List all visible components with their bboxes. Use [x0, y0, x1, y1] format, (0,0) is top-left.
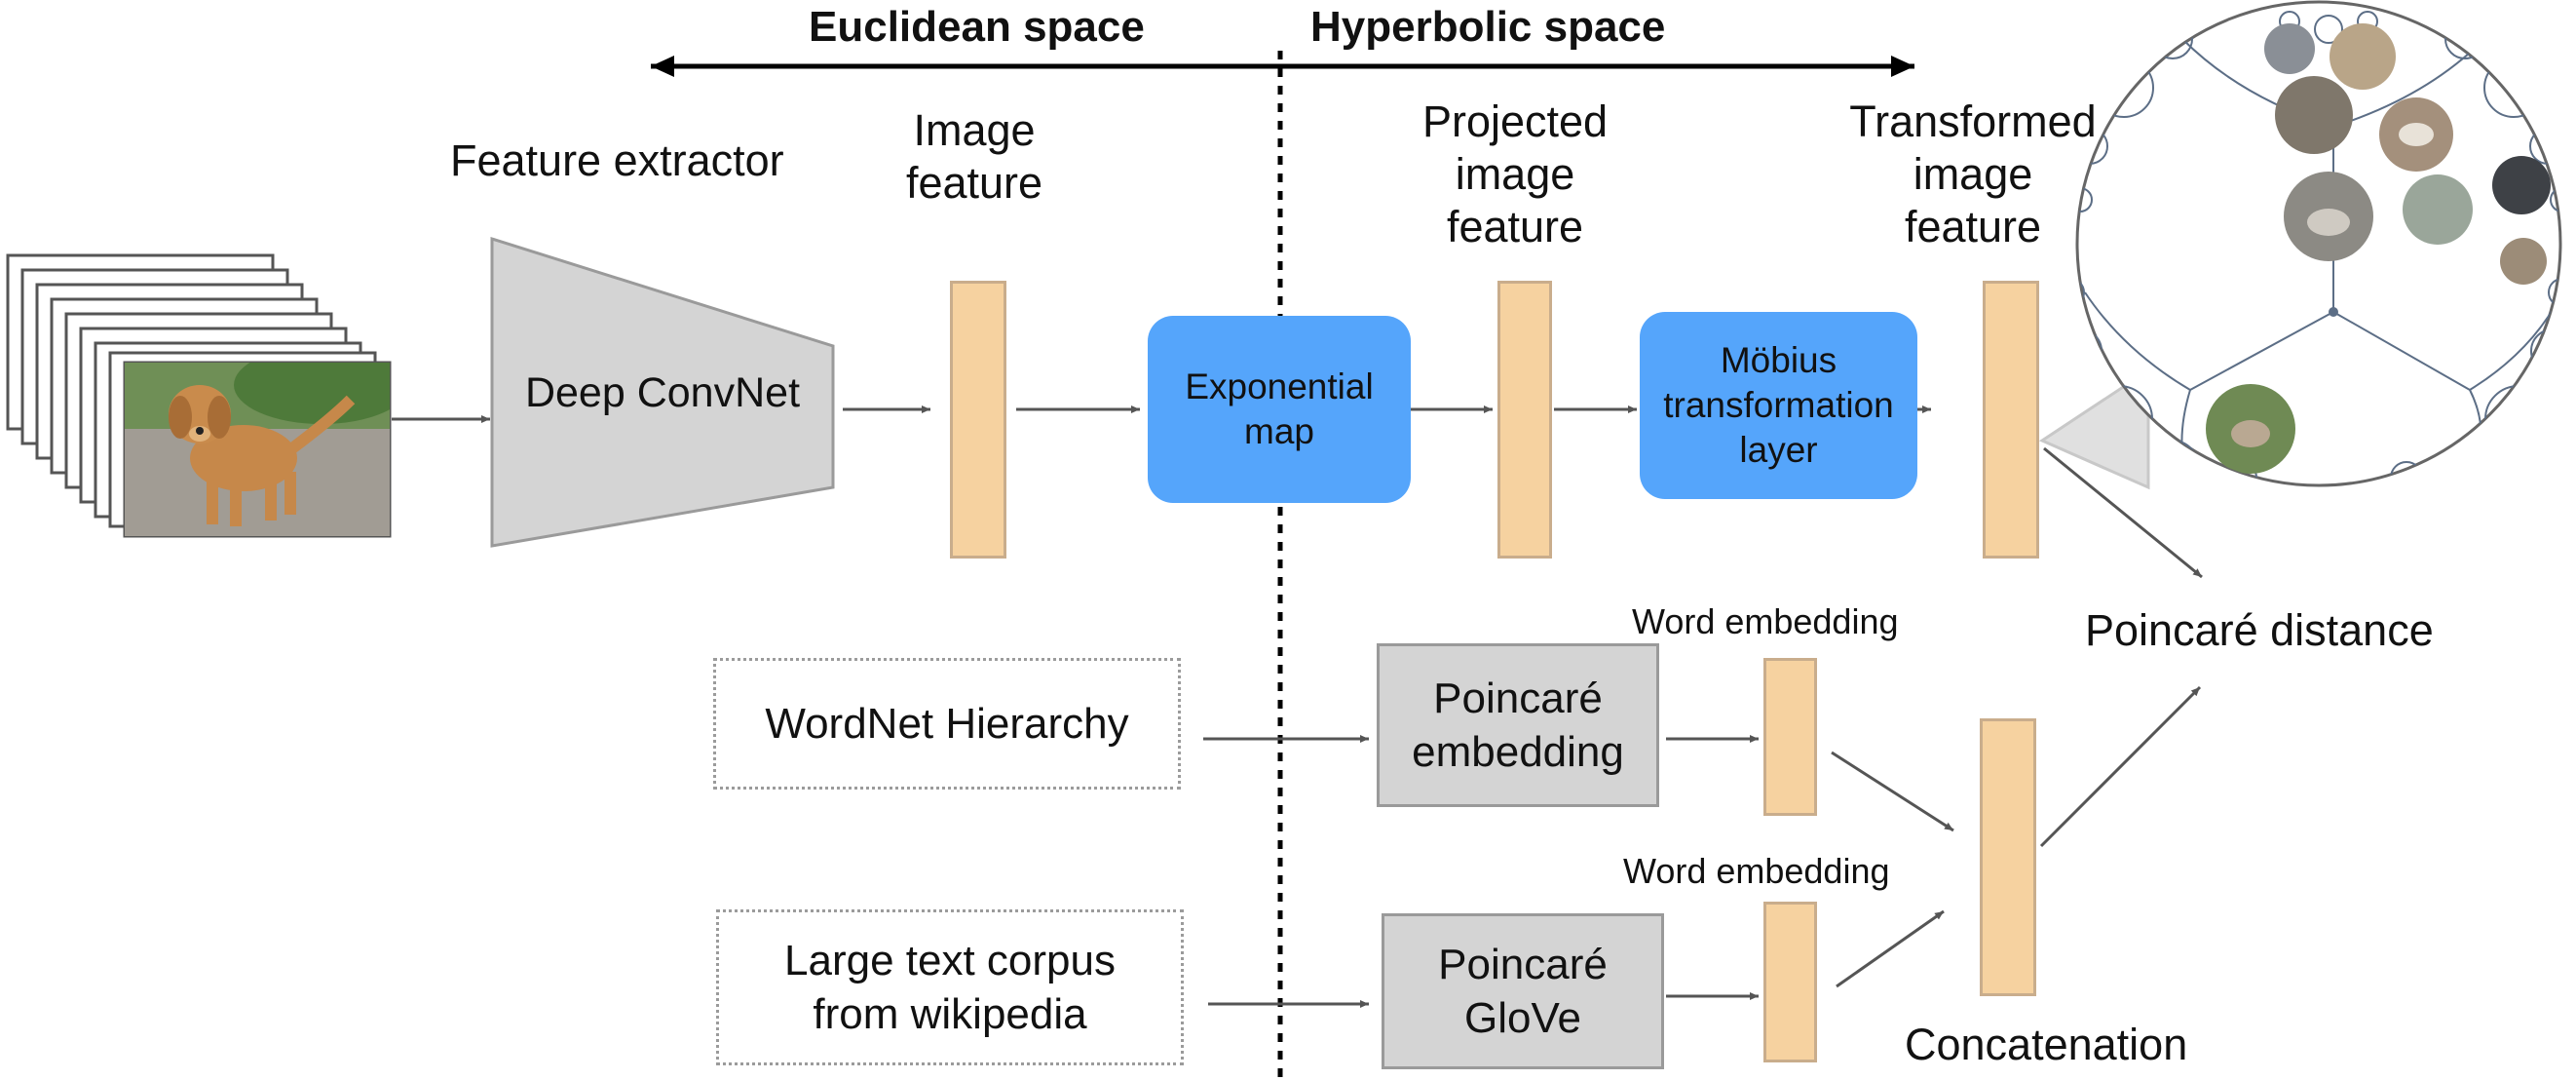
poincare-glove-box: Poincaré GloVe	[1382, 913, 1664, 1069]
image-feature-line-2: feature	[905, 158, 1043, 208]
euclidean-space-label: Euclidean space	[809, 3, 1145, 51]
transformed-line-3: feature	[1904, 202, 2042, 251]
corpus-line-2: from wikipedia	[813, 990, 1087, 1038]
mobius-line-3: layer	[1739, 430, 1818, 471]
mobius-layer-box: Möbius transformation layer	[1640, 312, 1917, 499]
poincare-embedding-line-1: Poincaré	[1433, 675, 1603, 722]
projected-feature-bar	[1497, 281, 1552, 559]
projected-line-1: Projected	[1421, 96, 1609, 146]
transformed-feature-bar	[1983, 281, 2039, 559]
image-feature-bar	[950, 281, 1006, 559]
projected-line-3: feature	[1446, 202, 1584, 251]
photo-stack-icon	[6, 253, 392, 538]
transformed-line-2: image	[1913, 149, 2033, 199]
text-corpus-box: Large text corpus from wikipedia	[716, 909, 1184, 1065]
feature-extractor-label: Feature extractor	[450, 135, 784, 185]
zoom-callout	[2038, 367, 2150, 490]
projected-feature-label: Projected image feature	[1359, 96, 1671, 253]
concatenation-label: Concatenation	[1905, 1020, 2188, 1069]
word-embedding-bar-1	[1763, 658, 1817, 816]
poincare-distance-label: Poincaré distance	[2085, 605, 2434, 655]
hyperbolic-space-label: Hyperbolic space	[1310, 3, 1666, 51]
word-embedding-bar-2	[1763, 902, 1817, 1062]
poincare-glove-line-2: GloVe	[1464, 994, 1581, 1042]
animal-thumbnails	[2206, 23, 2551, 474]
poincare-disk-icon	[2075, 0, 2562, 487]
wordnet-hierarchy-box: WordNet Hierarchy	[713, 658, 1181, 790]
word-embedding-label-1: Word embedding	[1632, 601, 1899, 641]
word-embedding-label-2: Word embedding	[1623, 851, 1890, 891]
puppy-photo-icon	[125, 363, 390, 536]
poincare-glove-line-1: Poincaré	[1438, 941, 1608, 988]
transformed-line-1: Transformed	[1849, 96, 2097, 146]
feature-extractor-trapezoid	[490, 236, 835, 548]
convnet-label: Deep ConvNet	[524, 369, 801, 416]
projected-line-2: image	[1455, 149, 1575, 199]
mobius-line-1: Möbius	[1720, 339, 1837, 380]
concatenation-bar	[1980, 718, 2036, 996]
exp-map-line-1: Exponential	[1185, 366, 1374, 406]
image-feature-line-1: Image	[913, 105, 1036, 155]
poincare-embedding-box: Poincaré embedding	[1377, 643, 1659, 807]
exp-map-line-2: map	[1244, 411, 1314, 451]
corpus-line-1: Large text corpus	[784, 937, 1116, 984]
exponential-map-box: Exponential map	[1148, 316, 1411, 503]
transformed-feature-label: Transformed image feature	[1817, 96, 2129, 253]
image-feature-label: Image feature	[857, 104, 1091, 210]
poincare-embedding-line-2: embedding	[1412, 728, 1624, 776]
mobius-line-2: transformation	[1663, 384, 1894, 425]
